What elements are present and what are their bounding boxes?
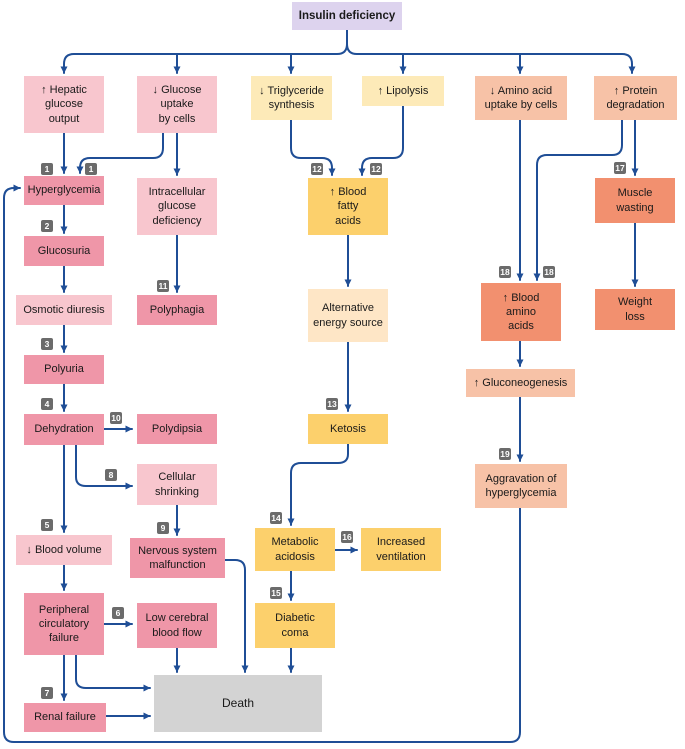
polyphagia-box: Polyphagia: [137, 295, 217, 325]
insulin-deficiency-box: Insulin deficiency: [292, 2, 402, 30]
step-badge-18-uptake: 18: [499, 266, 511, 278]
blood-volume-box: ↓ Blood volume: [16, 535, 112, 565]
lipolysis-box: ↑ Lipolysis: [362, 76, 444, 106]
step-badge-6: 6: [112, 607, 124, 619]
step-badge-2: 2: [41, 220, 53, 232]
step-badge-10: 10: [110, 412, 122, 424]
renal-failure-box: Renal failure: [24, 703, 106, 732]
step-badge-18-protein: 18: [543, 266, 555, 278]
step-badge-7: 7: [41, 687, 53, 699]
step-badge-1-hepatic: 1: [41, 163, 53, 175]
gluconeogenesis-box: ↑ Gluconeogenesis: [466, 369, 575, 397]
step-badge-13: 13: [326, 398, 338, 410]
step-badge-4: 4: [41, 398, 53, 410]
step-badge-15: 15: [270, 587, 282, 599]
ketosis-box: Ketosis: [308, 414, 388, 444]
glucosuria-box: Glucosuria: [24, 236, 104, 266]
step-badge-1-uptake: 1: [85, 163, 97, 175]
step-badge-19: 19: [499, 448, 511, 460]
step-badge-3: 3: [41, 338, 53, 350]
step-badge-5: 5: [41, 519, 53, 531]
step-badge-11: 11: [157, 280, 169, 292]
osmotic-diuresis-box: Osmotic diuresis: [16, 295, 112, 325]
step-badge-12-lipolysis: 12: [370, 163, 382, 175]
step-badge-8: 8: [105, 469, 117, 481]
step-badge-12-triglyceride: 12: [311, 163, 323, 175]
step-badge-9: 9: [157, 522, 169, 534]
step-badge-14: 14: [270, 512, 282, 524]
dehydration-box: Dehydration: [24, 414, 104, 445]
step-badge-17: 17: [614, 162, 626, 174]
step-badge-16: 16: [341, 531, 353, 543]
death-box: Death: [154, 675, 322, 732]
polyuria-box: Polyuria: [24, 355, 104, 384]
hyperglycemia-box: Hyperglycemia: [24, 176, 104, 205]
polydipsia-box: Polydipsia: [137, 414, 217, 444]
